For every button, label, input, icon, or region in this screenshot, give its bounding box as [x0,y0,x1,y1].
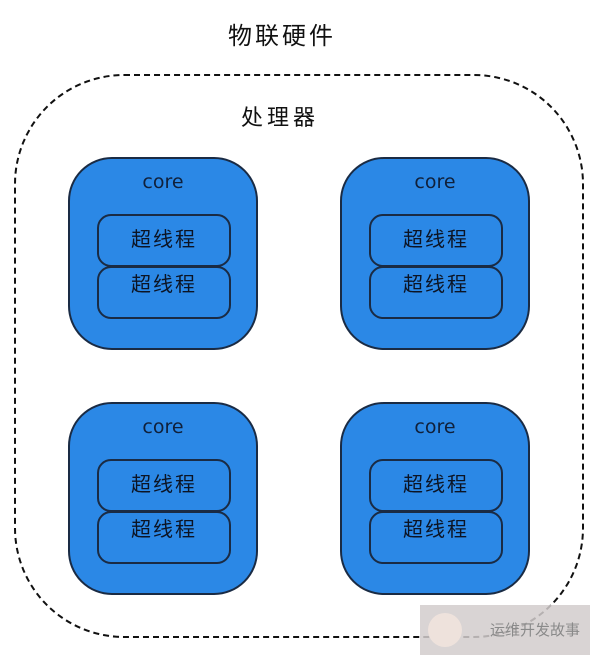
avatar-icon [428,613,462,647]
core-label: core [142,171,184,193]
core-label: core [414,171,456,193]
core-box: core 超线程 超线程 [340,402,530,595]
hyperthread-box: 超线程 [97,214,231,267]
hyperthread-box: 超线程 [369,266,503,319]
core-label: core [142,416,184,438]
hyperthread-box: 超线程 [97,266,231,319]
core-box: core 超线程 超线程 [340,157,530,350]
core-label: core [414,416,456,438]
hardware-boundary [14,74,584,638]
hyperthread-box: 超线程 [369,511,503,564]
core-box: core 超线程 超线程 [68,402,258,595]
diagram-title: 物联硬件 [228,22,336,50]
hyperthread-box: 超线程 [369,214,503,267]
watermark: 运维开发故事 [420,605,590,655]
watermark-text: 运维开发故事 [490,621,581,639]
hyperthread-box: 超线程 [369,459,503,512]
hyperthread-box: 超线程 [97,511,231,564]
core-box: core 超线程 超线程 [68,157,258,350]
hyperthread-box: 超线程 [97,459,231,512]
processor-label: 处理器 [240,106,319,131]
